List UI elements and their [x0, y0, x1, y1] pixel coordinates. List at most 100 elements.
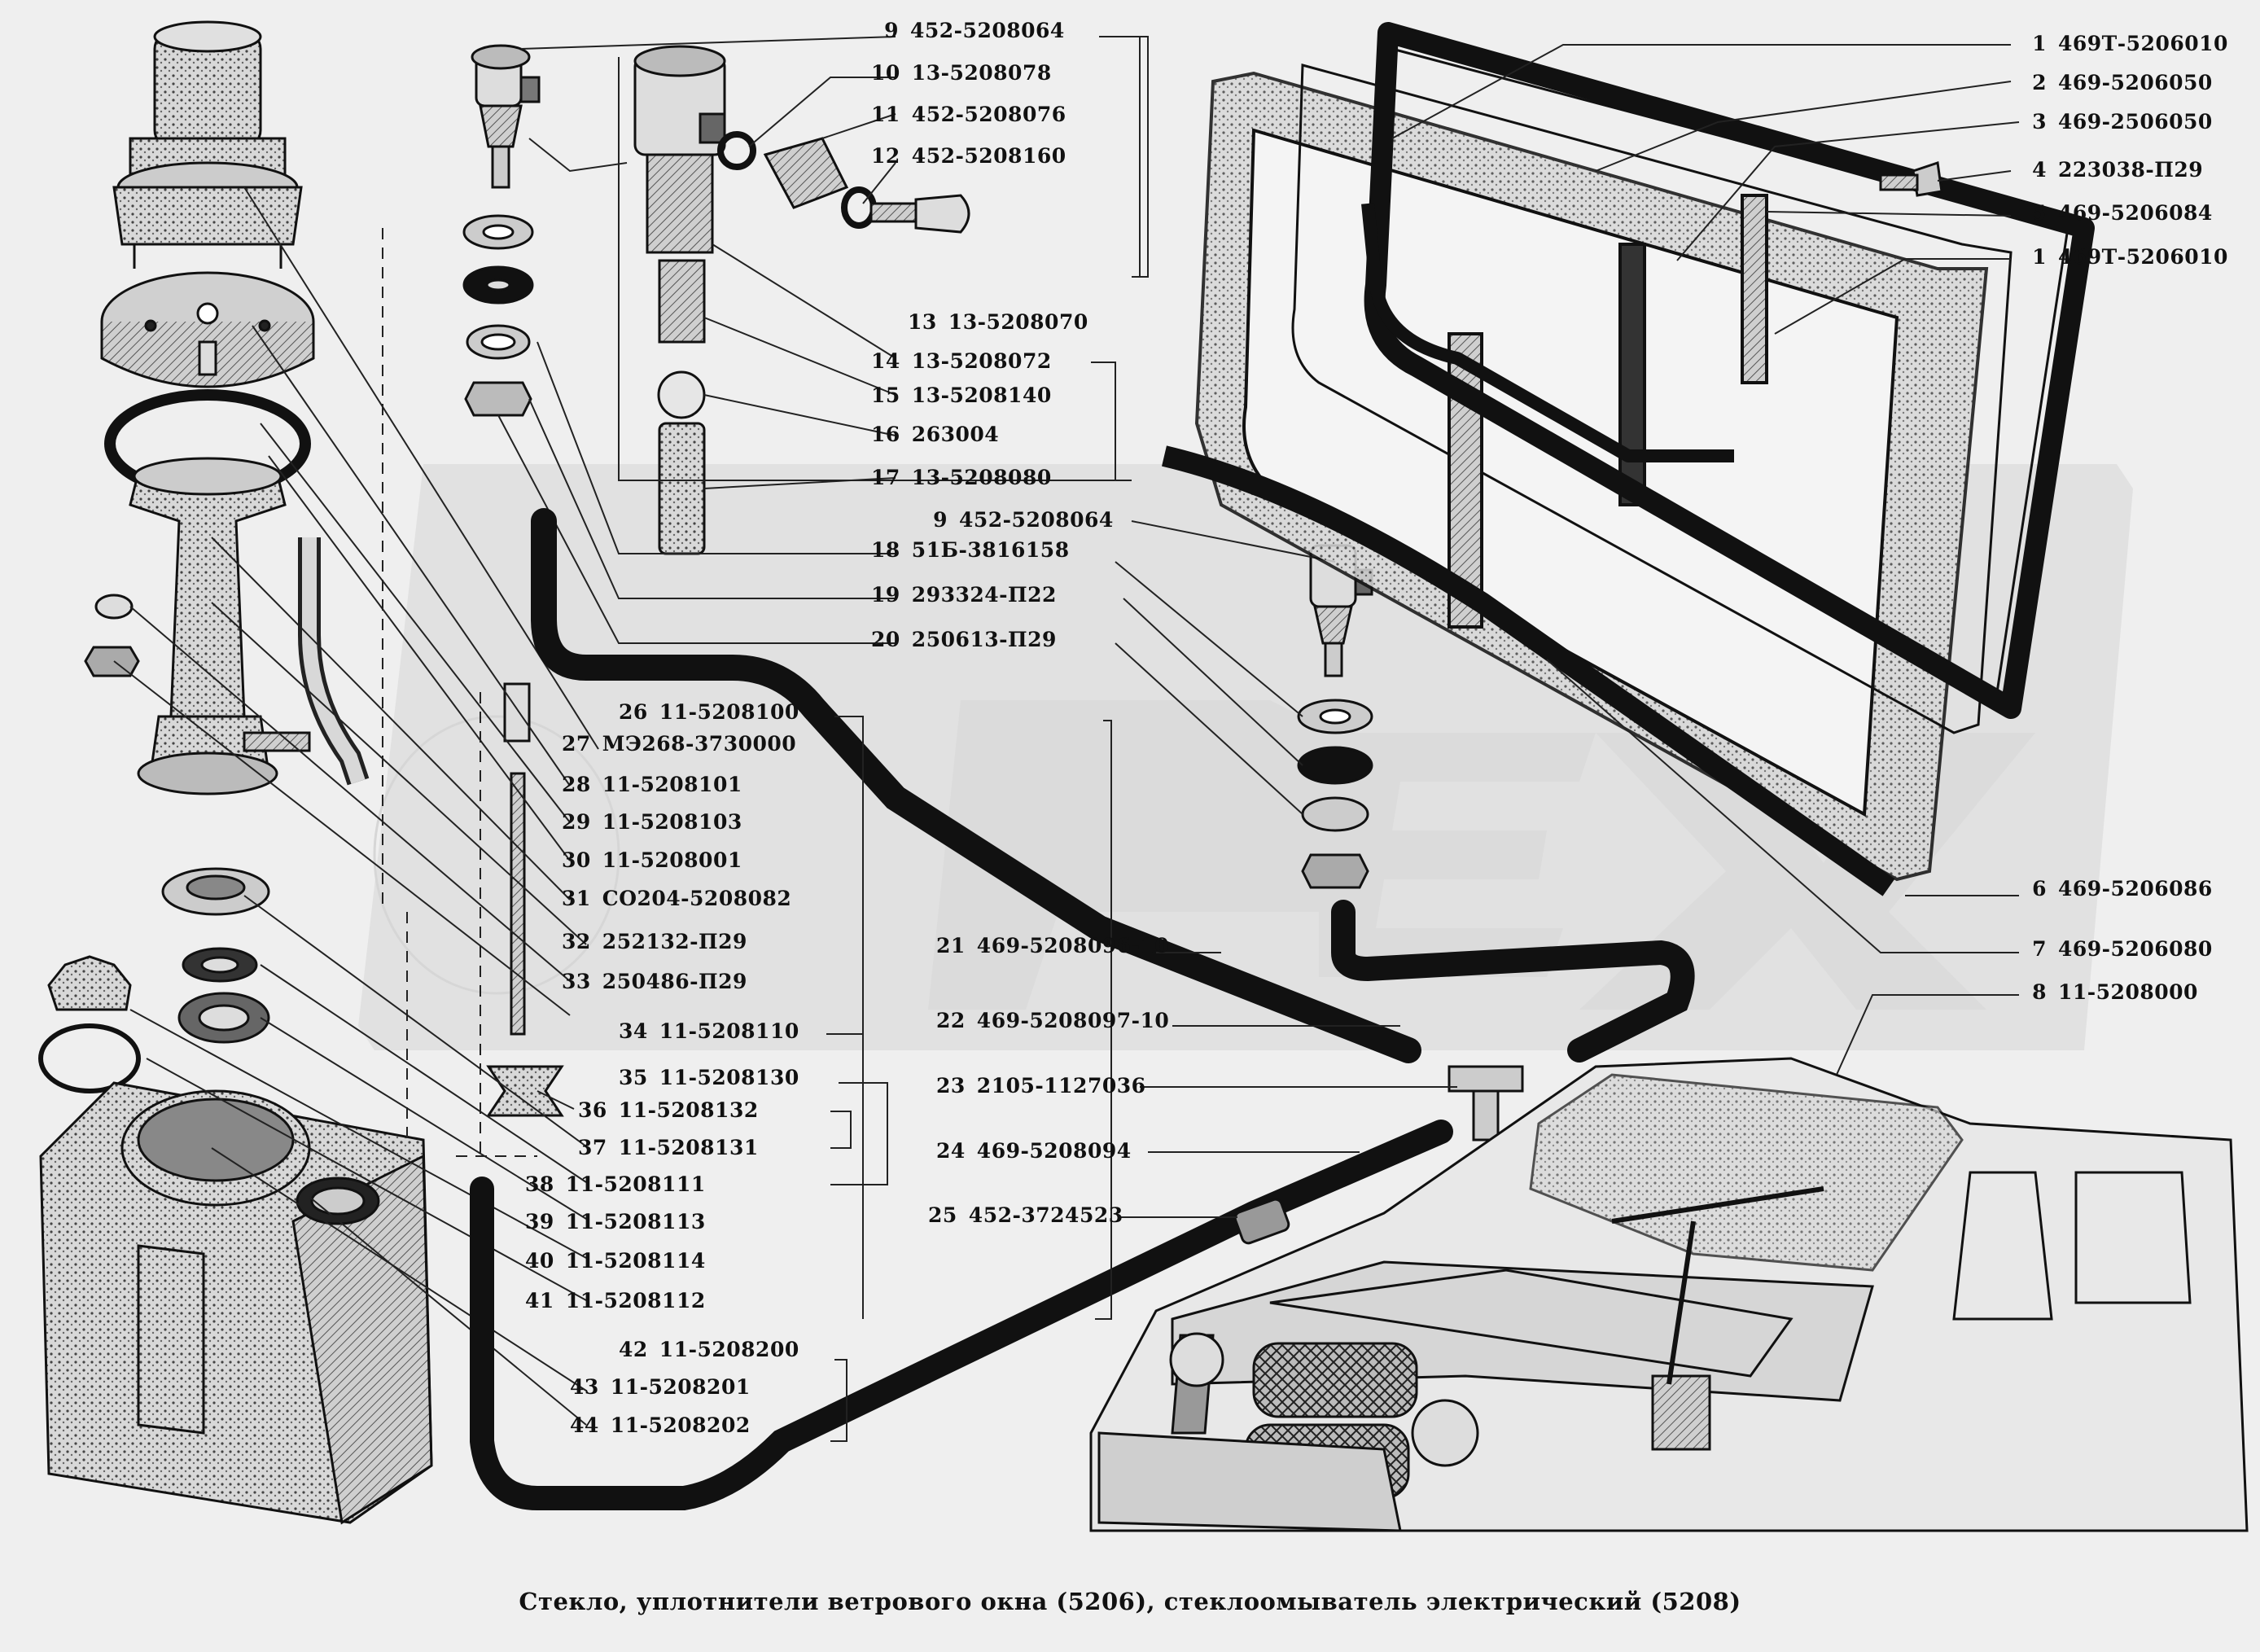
part-number: 9 — [933, 508, 948, 532]
part-code: 11-5208131 — [618, 1136, 759, 1159]
part-number: 3 — [2032, 110, 2047, 134]
part-label-26: 26 11-5208100 — [619, 701, 799, 724]
part-code: 11-5208202 — [610, 1413, 751, 1437]
part-code: 13-5208080 — [911, 466, 1052, 489]
part-number: 4 — [2032, 158, 2047, 182]
part-label-9: 9 452-5208064 — [871, 20, 1065, 42]
part-number: 16 — [871, 423, 900, 446]
part-number: 36 — [578, 1098, 607, 1122]
part-number: 34 — [619, 1019, 648, 1043]
part-number: 17 — [871, 466, 900, 489]
part-number: 18 — [871, 538, 900, 562]
part-code: 452-5208064 — [910, 19, 1065, 42]
part-code: 252132-П29 — [602, 930, 747, 953]
pump-flange-plate — [100, 271, 315, 388]
diagram-caption: Стекло, уплотнители ветрового окна (5206… — [519, 1588, 1741, 1615]
part-label-20: 20 250613-П29 — [871, 629, 1057, 651]
part-number: 20 — [871, 628, 900, 651]
part-code: 263004 — [911, 423, 1000, 446]
part-number: 33 — [562, 970, 591, 993]
hose-tee-connector — [1233, 1065, 1524, 1245]
part-number: 40 — [525, 1249, 554, 1273]
part-number: 2 — [2032, 71, 2047, 94]
part-label-9: 9 452-5208064 — [920, 509, 1114, 532]
part-number: 5 — [2032, 201, 2047, 225]
part-number: 9 — [884, 19, 899, 42]
part-code: 469-5206050 — [2058, 71, 2213, 94]
part-number: 30 — [562, 848, 591, 872]
part-label-16: 16 263004 — [871, 423, 999, 446]
part-number: 41 — [525, 1289, 554, 1312]
part-label-4: 4 223038-П29 — [2019, 159, 2203, 182]
part-number: 26 — [619, 700, 648, 724]
part-code: 469-5208096-10 — [976, 934, 1170, 957]
nozzle-assembly-top — [462, 44, 541, 417]
part-number: 8 — [2032, 980, 2047, 1004]
part-number: 23 — [936, 1074, 966, 1098]
part-code: 452-5208064 — [959, 508, 1114, 532]
part-code: 469-5208094 — [976, 1139, 1132, 1163]
part-code: 11-5208103 — [602, 810, 742, 834]
washer-reservoir-tank — [39, 1081, 433, 1525]
part-code: 223038-П29 — [2058, 158, 2204, 182]
nozzle-valve-body — [633, 45, 970, 555]
part-number: 28 — [562, 773, 591, 796]
part-number: 42 — [619, 1338, 648, 1361]
part-number: 14 — [871, 349, 900, 373]
washer-hoses — [470, 508, 1695, 1510]
part-code: 11-5208111 — [565, 1172, 706, 1196]
part-code: 11-5208132 — [618, 1098, 759, 1122]
part-number: 29 — [562, 810, 591, 834]
part-number: 39 — [525, 1210, 554, 1234]
part-code: 11-5208201 — [610, 1375, 751, 1399]
part-number: 1 — [2032, 245, 2047, 269]
leader-lines-nozzle — [497, 36, 1141, 644]
vehicle-illustration — [1089, 1057, 2249, 1532]
part-label-18: 18 51Б-3816158 — [871, 539, 1070, 562]
part-code: 13-5208070 — [948, 310, 1088, 334]
part-code: 11-5208112 — [565, 1289, 706, 1312]
part-code: 452-5208160 — [911, 144, 1066, 168]
part-number: 38 — [525, 1172, 554, 1196]
part-label-2: 2 469-5206050 — [2019, 72, 2213, 94]
part-number: 31 — [562, 887, 591, 910]
leader-lines-left — [113, 186, 599, 1426]
leader-lines-windshield — [1391, 44, 2020, 1141]
part-number: 25 — [928, 1203, 957, 1227]
filter-discs — [161, 867, 270, 1044]
part-code: МЭ268-3730000 — [602, 732, 797, 756]
inlet-hose-bend — [298, 537, 370, 786]
part-code: 51Б-3816158 — [911, 538, 1070, 562]
part-number: 35 — [619, 1066, 648, 1089]
pump-housing — [129, 457, 311, 795]
part-code: 469-5206084 — [2058, 201, 2213, 225]
part-number: 10 — [871, 61, 900, 85]
part-code: 11-5208100 — [659, 700, 799, 724]
part-code: 469-5206086 — [2058, 877, 2213, 900]
windshield-seal-2 — [1361, 203, 1734, 462]
part-code: 469Т-5206010 — [2058, 32, 2228, 55]
part-code: 250486-П29 — [602, 970, 747, 993]
part-code: 250613-П29 — [911, 628, 1057, 651]
